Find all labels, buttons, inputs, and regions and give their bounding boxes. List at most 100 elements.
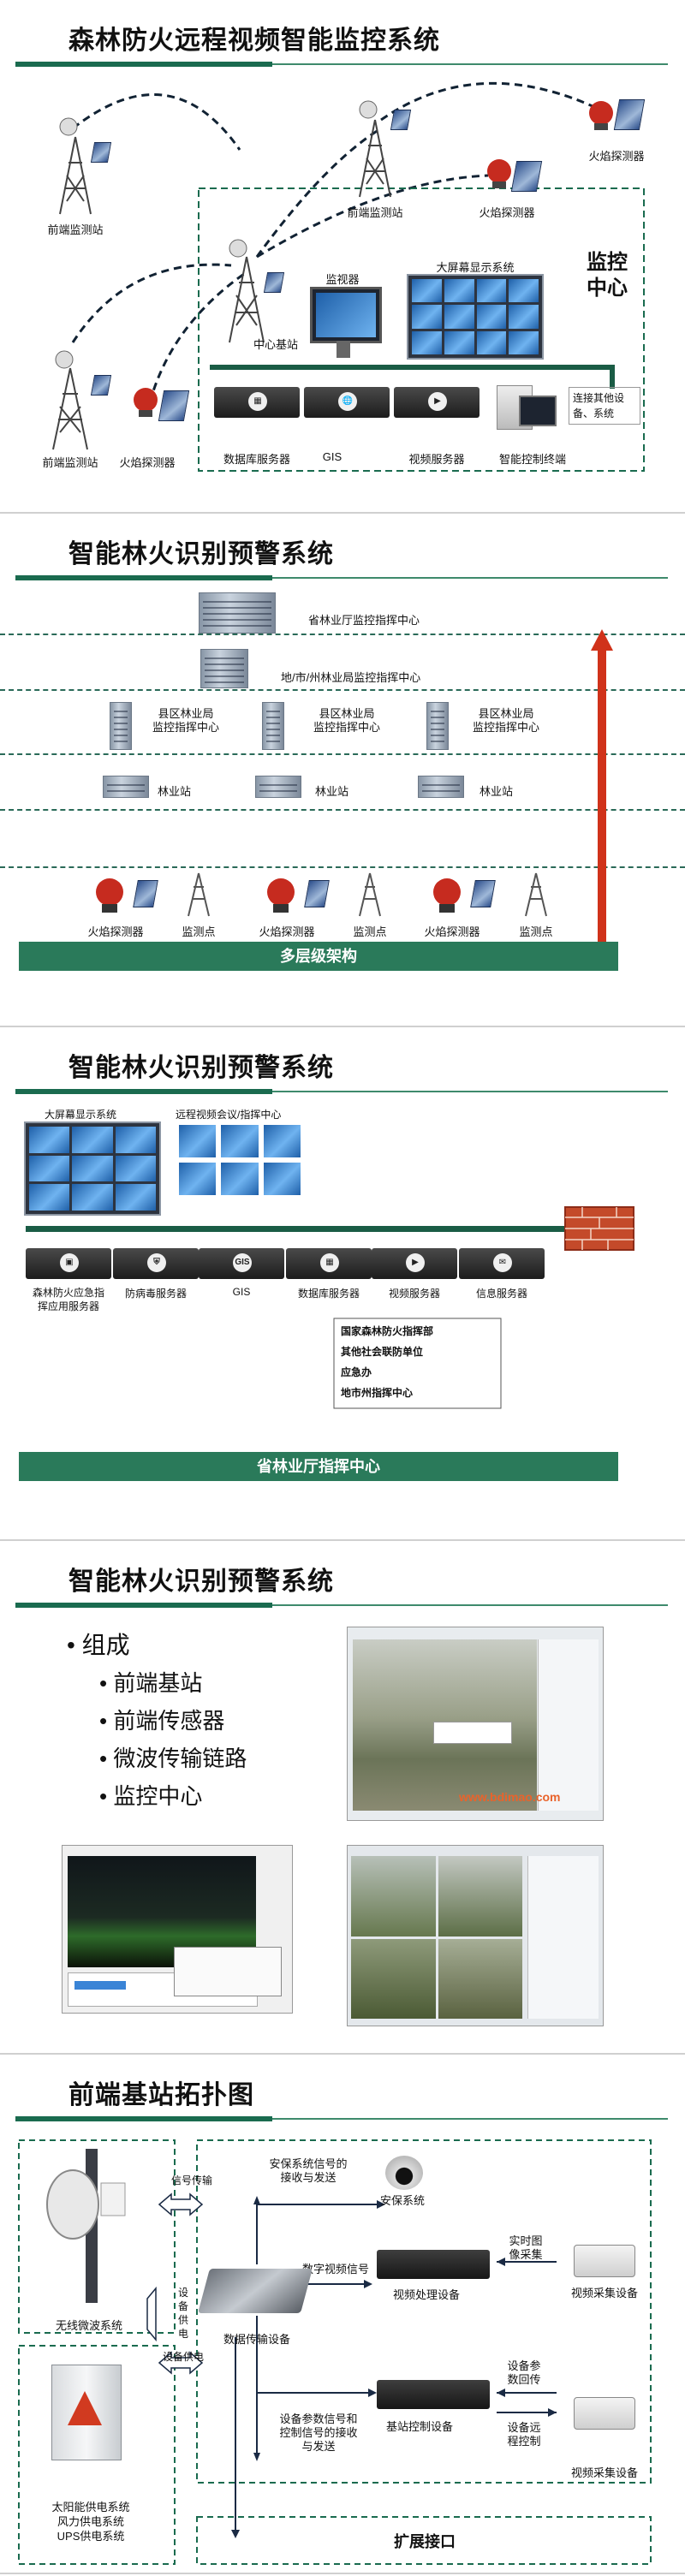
server-label: 信息服务器 — [475, 1288, 528, 1300]
flame-detector-label: 火焰探测器 — [588, 150, 645, 163]
power-vertical-arrow-icon — [146, 2286, 157, 2342]
component-list: • 组成 • 前端基站 • 前端传感器 • 微波传输链路 • 监控中心 — [67, 1627, 247, 1815]
video-capture-label: 视频采集设备 — [570, 2287, 639, 2299]
front-station-label: 前端监测站 — [47, 223, 104, 236]
title-underline — [15, 1089, 668, 1094]
link-dash — [256, 174, 489, 259]
slide-title: 智能林火识别预警系统 — [68, 540, 334, 568]
device-label: 监测点 — [353, 925, 387, 938]
bullet-item: • 微波传输链路 — [99, 1746, 247, 1771]
tower-icon — [52, 119, 391, 450]
county-label: 县区林业局 监控指挥中心 — [473, 707, 540, 734]
base-control-label: 基站控制设备 — [385, 2420, 454, 2433]
server-icon: ▶ — [372, 1248, 457, 1279]
tier-divider — [0, 634, 685, 635]
title-underline — [15, 1603, 668, 1608]
signal-transfer-label: 信号传输 — [170, 2174, 213, 2186]
gis-label: GIS — [322, 450, 342, 463]
server-label: 视频服务器 — [388, 1288, 441, 1300]
link-item: 其他社会联防单位 — [341, 1346, 424, 1358]
slide-command-center: 智能林火识别预警系统 大屏幕显示系统 远程视频会议/指挥中心 ▣ ⛨ GIS ▦… — [0, 1027, 685, 1541]
server-icon: 🌐 — [304, 387, 390, 418]
link-item: 地市州指挥中心 — [341, 1387, 414, 1399]
network-layout — [26, 1206, 634, 1409]
title-underline — [15, 62, 668, 67]
forestry-label: 林业站 — [158, 785, 192, 798]
tower-icon — [188, 872, 547, 917]
monitor-center-title: 监控 中心 — [587, 251, 628, 300]
device-label: 火焰探测器 — [424, 925, 480, 938]
city-label: 地/市/州林业局监控指挥中心 — [281, 671, 421, 684]
bullet-main: • 组成 — [67, 1632, 130, 1658]
device-label: 火焰探测器 — [259, 925, 315, 938]
dish-icon — [55, 100, 378, 369]
monitor-label: 监视器 — [325, 273, 360, 286]
link-dash — [380, 81, 605, 122]
bottom-devices — [96, 629, 613, 967]
video-processing-label: 视频处理设备 — [392, 2288, 461, 2301]
security-signal-label: 安保系统信号的 接收与发送 — [269, 2157, 348, 2184]
slide-title: 智能林火识别预警系统 — [68, 1054, 334, 1082]
front-station-label: 前端监测站 — [42, 456, 98, 469]
power-systems-label: 太阳能供电系统 风力供电系统 UPS供电系统 — [51, 2501, 130, 2543]
forestry-station-icon — [418, 776, 464, 798]
title-underline — [15, 2116, 668, 2121]
param-return-label: 设备参 数回传 — [507, 2359, 541, 2386]
upward-arrow-icon — [591, 629, 613, 967]
network-backbone — [26, 1226, 565, 1232]
power-frame — [18, 2345, 176, 2565]
flame-detector-icon — [267, 878, 295, 913]
county-label: 县区林业局 监控指挥中心 — [313, 707, 381, 734]
slide-system-components: 智能林火识别预警系统 • 组成 • 前端基站 • 前端传感器 • 微波传输链路 … — [0, 1541, 685, 2055]
forestry-station-icon — [255, 776, 301, 798]
power-arrow-icon — [158, 2351, 204, 2375]
link-dash — [148, 272, 245, 403]
center-base-label: 中心基站 — [253, 338, 299, 351]
ext-frame — [196, 2516, 652, 2565]
video-capture-label: 视频采集设备 — [570, 2466, 639, 2479]
architecture-banner: 多层级架构 — [19, 942, 618, 971]
data-transfer-label: 数据传输设备 — [223, 2333, 291, 2346]
flame-detector-icon — [96, 878, 123, 913]
param-signal-label: 设备参数信号和 控制信号的接收 与发送 — [279, 2412, 358, 2453]
forestry-label: 林业站 — [480, 785, 514, 798]
flame-detector-icon — [433, 878, 461, 913]
slide-multilevel-architecture: 智能林火识别预警系统 省林业厅监控指挥中心 地/市/州林业局监控指挥中心 县区林… — [0, 514, 685, 1027]
county-label: 县区林业局 监控指挥中心 — [152, 707, 220, 734]
big-screen-label: 大屏幕显示系统 — [45, 1109, 117, 1121]
video-capture-icon — [574, 2245, 635, 2277]
flame-detector-label: 火焰探测器 — [119, 456, 176, 469]
radio-unit-icon — [100, 2182, 126, 2216]
server-label: 防病毒服务器 — [124, 1288, 188, 1300]
provincial-label: 省林业厅监控指挥中心 — [308, 614, 420, 627]
wireless-label: 无线微波系统 — [55, 2319, 123, 2332]
monitor-center-frame — [198, 187, 645, 472]
data-switch-icon — [198, 2269, 313, 2313]
big-screen-label: 大屏幕显示系统 — [436, 261, 515, 274]
conference-screens-icon — [176, 1121, 304, 1199]
front-station-label: 前端监测站 — [347, 206, 403, 219]
security-system-label: 安保系统 — [379, 2194, 426, 2207]
warning-icon — [68, 2391, 102, 2425]
connect-other-box: 连接其他设 备、系统 — [569, 387, 640, 425]
tier-divider — [0, 809, 685, 811]
server-icon: ✉ — [459, 1248, 545, 1279]
microwave-dish-icon — [46, 2169, 99, 2240]
equip-power-label: 设 备 供 电 — [177, 2287, 189, 2340]
slide-remote-video-monitoring: 森林防火远程视频智能监控系统 — [0, 0, 685, 514]
security-camera-icon — [385, 2156, 423, 2190]
forestry-station-icon — [103, 776, 149, 798]
server-icon: ▦ — [214, 387, 300, 418]
device-label: 火焰探测器 — [87, 925, 144, 938]
digital-video-label: 数字视频信号 — [301, 2263, 370, 2276]
link-item: 应急办 — [341, 1366, 372, 1378]
forestry-label: 林业站 — [315, 785, 349, 798]
terminal-screen-icon — [519, 396, 557, 426]
software-screenshot: www.bdimao.com — [347, 1627, 604, 1821]
server-label: GIS — [232, 1286, 251, 1298]
flame-detector-icon — [134, 388, 158, 417]
monitor-stand — [337, 341, 350, 358]
link-dash — [72, 93, 241, 151]
equip-power-2-label: 设备供电 — [162, 2351, 205, 2363]
alarm-screenshot — [62, 1845, 293, 2014]
